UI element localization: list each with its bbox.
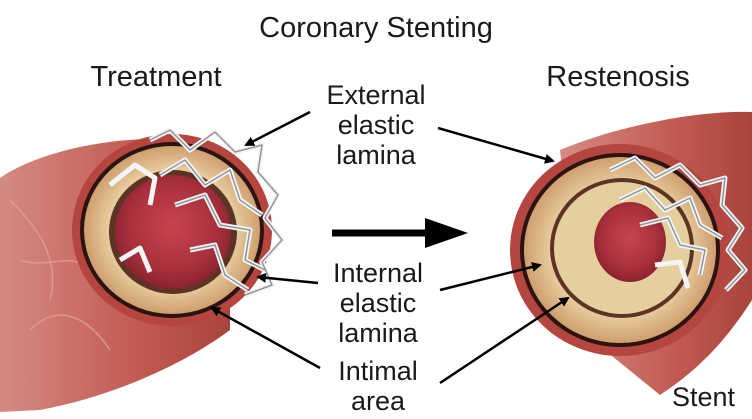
internal-lamina-left-arrow [258,277,318,283]
external-line-3: lamina [326,140,425,170]
diagram-title: Coronary Stenting [259,14,493,43]
treatment-vessel [0,130,282,412]
treatment-heading: Treatment [90,63,221,92]
intimal-area-right-arrow [440,298,568,383]
external-lamina-left-arrow [246,112,310,145]
intimal-line-2: area [338,386,418,416]
progression-arrow [332,218,468,248]
internal-line-1: Internal [333,258,423,288]
external-line-1: External [326,80,425,110]
stent-label: Stent [672,384,735,411]
restenosis-heading: Restenosis [546,63,689,92]
intimal-line-1: Intimal [338,356,418,386]
internal-elastic-lamina-label: Internal elastic lamina [333,258,423,348]
restenosis-vessel [510,112,752,395]
restenosis-lumen [594,202,666,282]
external-lamina-right-arrow [438,128,553,161]
intimal-area-label: Intimal area [338,356,418,416]
intimal-area-left-arrow [212,308,320,368]
internal-line-2: elastic [333,288,423,318]
internal-line-3: lamina [333,318,423,348]
external-elastic-lamina-label: External elastic lamina [326,80,425,170]
external-line-2: elastic [326,110,425,140]
treatment-lumen [115,175,231,289]
